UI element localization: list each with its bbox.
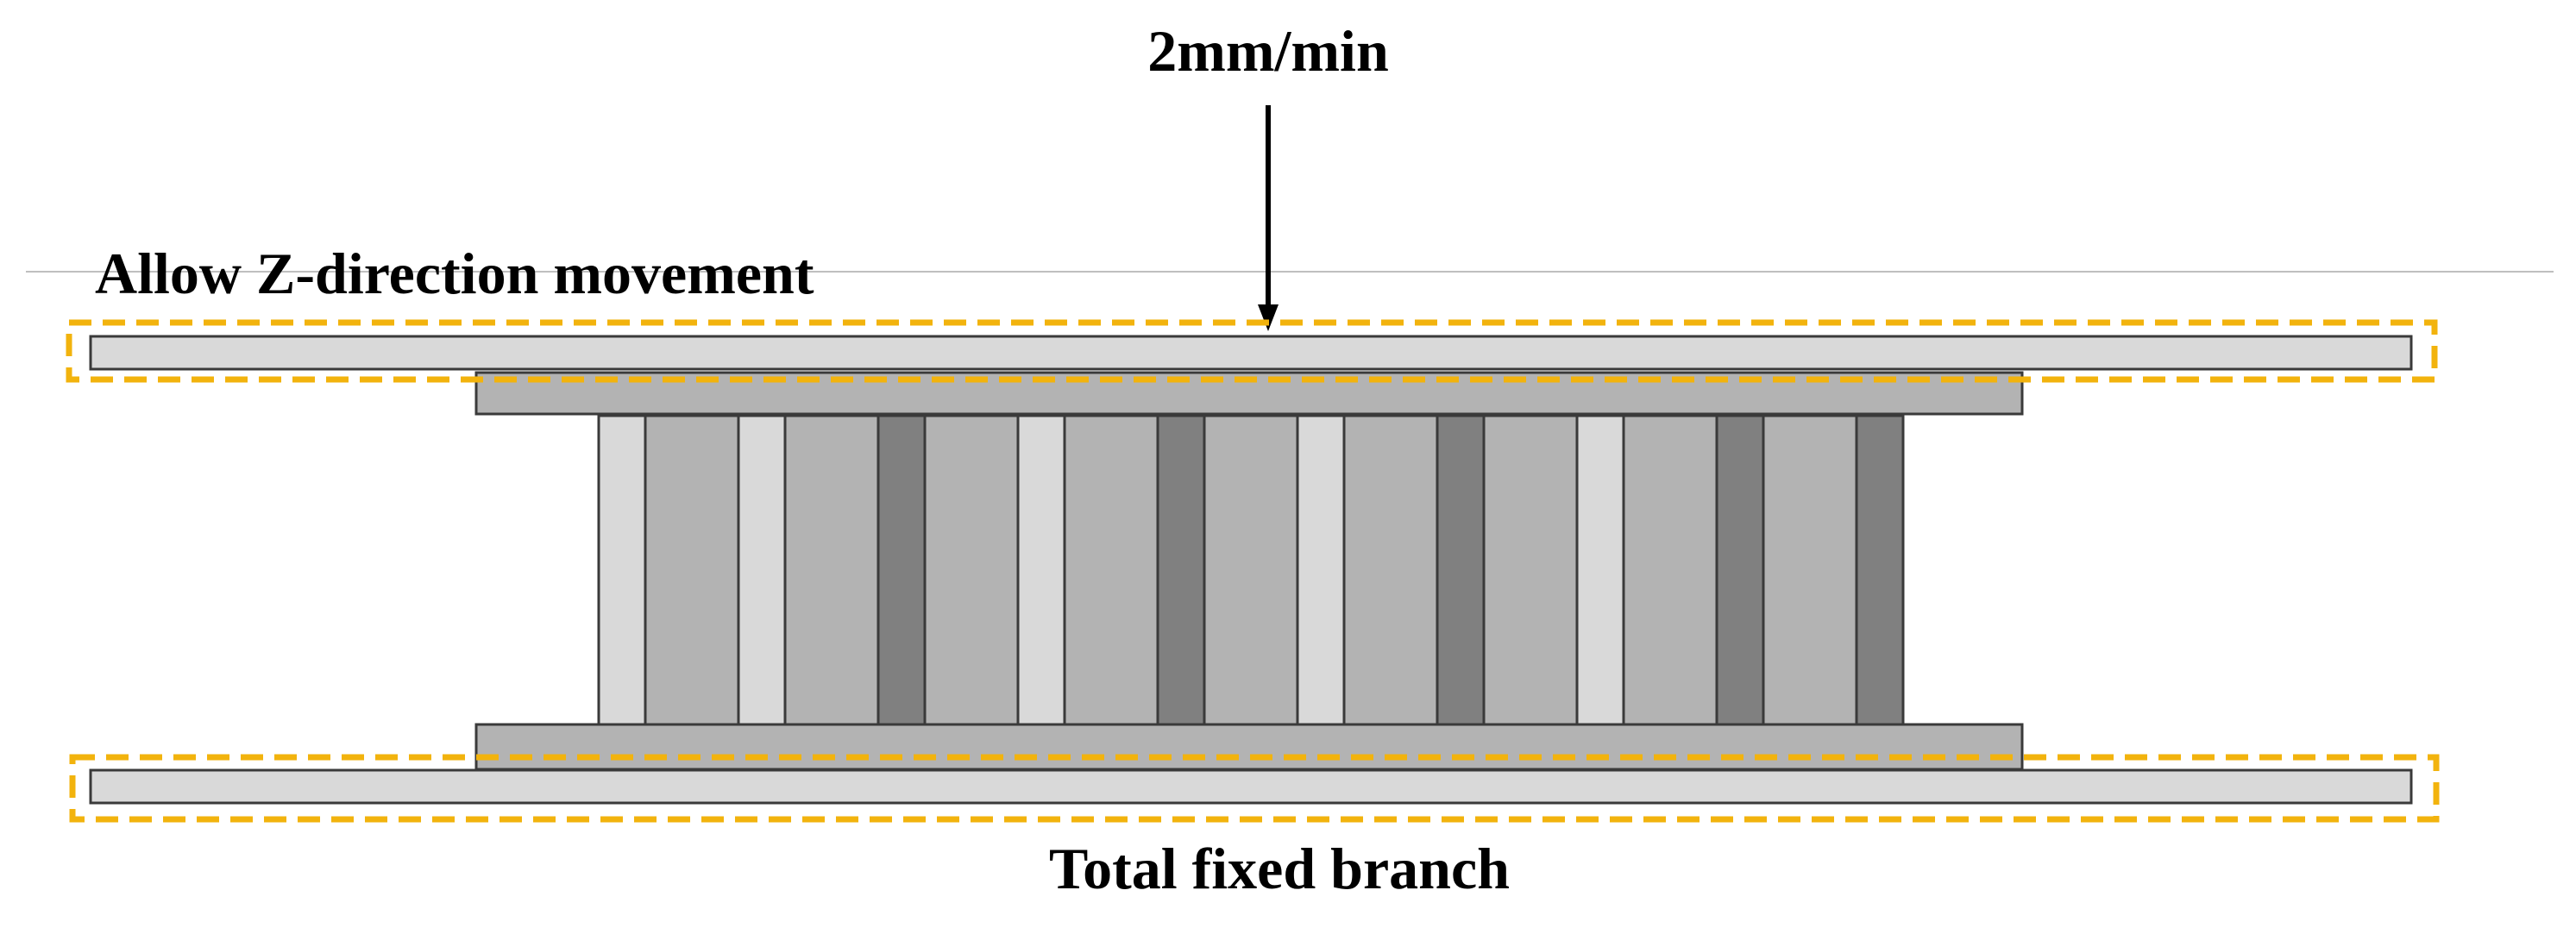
top-constraint-label: Allow Z-direction movement [95,241,814,306]
core-column-mid [1203,414,1299,726]
core-column-mid [1622,414,1718,726]
core-column-dark [1436,414,1486,726]
core-column-dark [876,414,927,726]
core-column-dark [1715,414,1765,726]
core-column-dark [1156,414,1206,726]
speed-label: 2mm/min [1147,18,1389,84]
core-column-light [737,414,787,726]
core-column-mid [923,414,1020,726]
core-column-dark [1855,414,1905,726]
top-constraint-box [66,319,2438,383]
core-column-light [1296,414,1346,726]
bottom-constraint-box [69,754,2440,823]
core-column-mid [1482,414,1579,726]
core-column-mid [1063,414,1159,726]
core-columns [597,414,1905,726]
core-column-light [1016,414,1066,726]
core-column-mid [644,414,740,726]
core-column-light [597,414,647,726]
bottom-face-sheet [474,723,2024,771]
bottom-loading-plate [89,768,2413,805]
top-loading-plate [89,335,2413,371]
core-column-mid [783,414,880,726]
core-column-mid [1762,414,1858,726]
load-arrow-head [1258,304,1279,331]
core-column-light [1575,414,1625,726]
core-column-mid [1342,414,1439,726]
bottom-constraint-label: Total fixed branch [1049,836,1510,901]
